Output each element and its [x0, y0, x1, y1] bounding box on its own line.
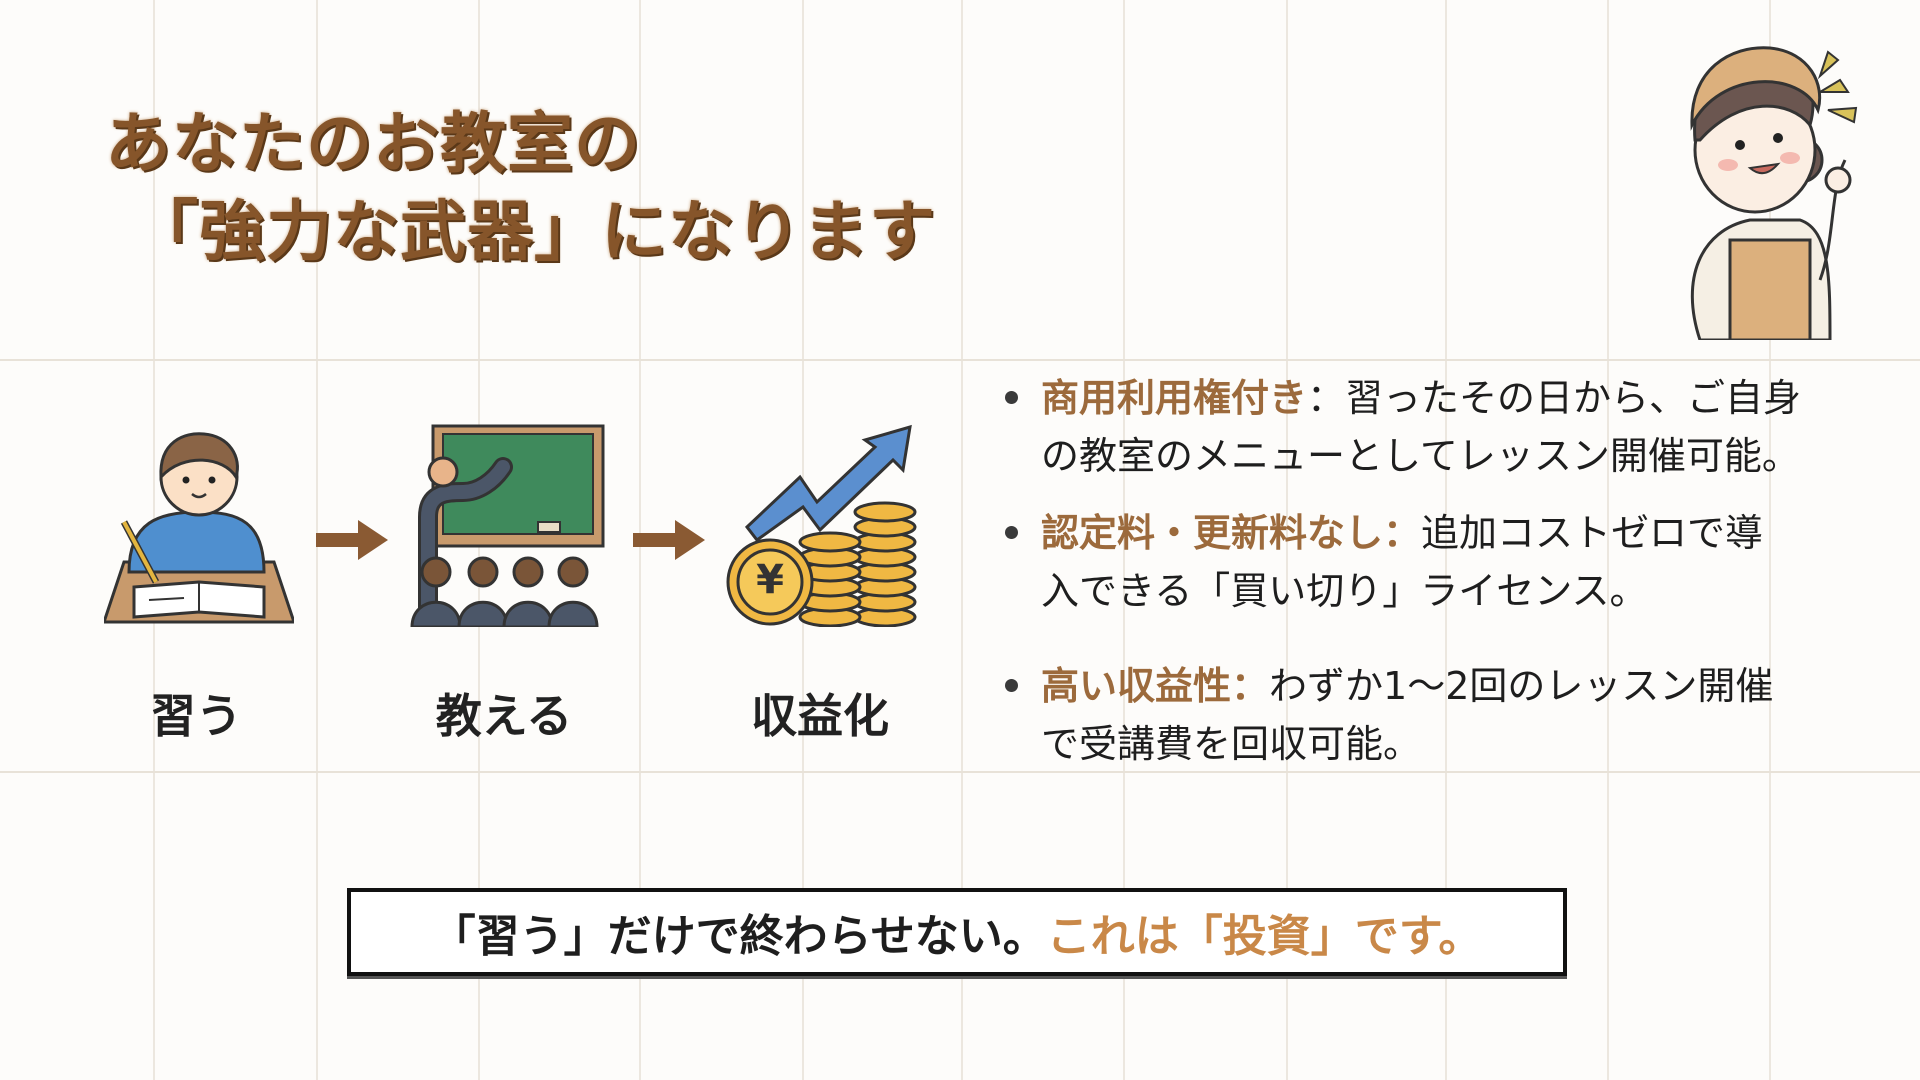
benefit-text: 追加コストゼロで導 [1421, 511, 1764, 555]
bullet-dot [1005, 679, 1018, 692]
benefit-separator: ： [1231, 664, 1270, 708]
grid-line [1286, 0, 1288, 1080]
benefit-text: わずか1〜2回のレッスン開催 [1269, 664, 1774, 708]
benefit-text: で受講費を回収可能。 [1041, 722, 1422, 766]
benefit-item-no-fees: 認定料・更新料なし：追加コストゼロで導入できる「買い切り」ライセンス。 [1005, 504, 1885, 620]
grid-line [1123, 0, 1125, 1080]
bullet-dot [1005, 526, 1018, 539]
benefit-highlight: 認定料・更新料なし [1041, 511, 1384, 555]
benefit-separator: ： [1383, 511, 1422, 555]
grid-line [961, 0, 963, 1080]
bullet-dot [1005, 391, 1018, 404]
benefit-item-commercial-rights: 商用利用権付き：習ったその日から、ご自身の教室のメニューとしてレッスン開催可能。 [1005, 369, 1885, 485]
grid-line [0, 771, 1920, 773]
grid-line [1445, 0, 1447, 1080]
benefit-highlight: 商用利用権付き [1041, 376, 1308, 420]
page-title-line1: あなたのお教室の [105, 105, 641, 182]
coins-growth-icon: ¥ [725, 422, 920, 627]
step-label-teach: 教える [435, 689, 573, 743]
arrow-right-icon [316, 520, 388, 564]
benefit-text: 習ったその日から、ご自身 [1345, 376, 1802, 420]
callout-main-text: 「習う」だけで終わらせない。 [431, 911, 1047, 962]
grid-line [1769, 0, 1771, 1080]
yen-symbol: ¥ [756, 557, 784, 603]
callout-box: 「習う」だけで終わらせない。これは「投資」です。 [347, 888, 1567, 976]
apron-woman-pointing-icon [1690, 46, 1858, 340]
benefit-text: 入できる「買い切り」ライセンス。 [1041, 569, 1648, 613]
step-label-learn: 習う [150, 689, 242, 743]
benefit-highlight: 高い収益性 [1041, 664, 1232, 708]
teacher-blackboard-icon [410, 424, 605, 627]
benefit-separator: ： [1307, 376, 1346, 420]
page-title-line2: 「強力な武器」になります [132, 193, 936, 270]
student-studying-icon [104, 432, 294, 624]
arrow-right-icon [633, 520, 705, 564]
grid-line [1607, 0, 1609, 1080]
step-label-monetize: 収益化 [751, 689, 889, 743]
callout-accent-text: これは「投資」です。 [1046, 911, 1483, 962]
grid-line [0, 359, 1920, 361]
benefit-item-high-profitability: 高い収益性：わずか1〜2回のレッスン開催で受講費を回収可能。 [1005, 657, 1885, 773]
benefit-text: の教室のメニューとしてレッスン開催可能。 [1041, 434, 1800, 478]
